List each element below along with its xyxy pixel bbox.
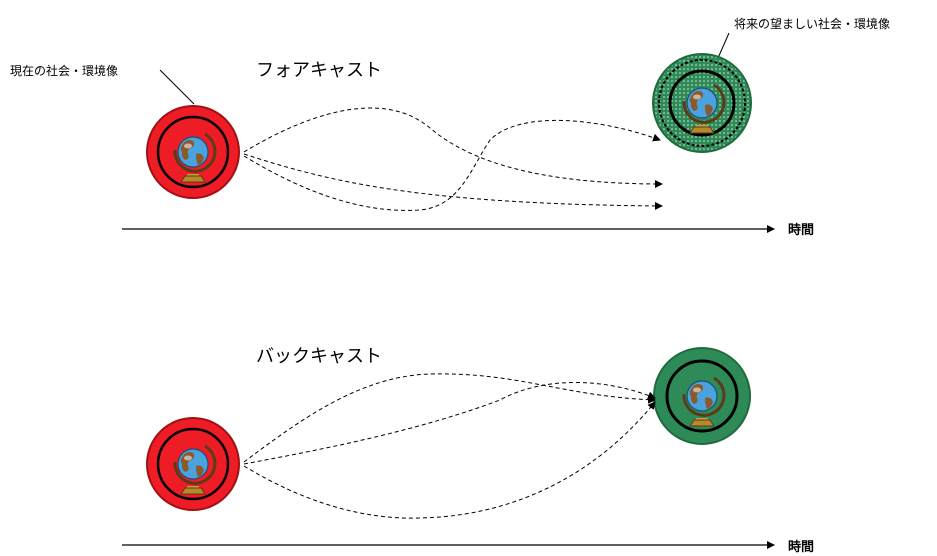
backcast-section: バックキャスト 時間	[122, 346, 814, 555]
future-state-leader-line	[717, 32, 730, 59]
backcast-path-middle	[243, 381, 656, 465]
future-state-circle-top	[652, 53, 752, 153]
current-state-leader-line	[159, 69, 195, 105]
current-state-label-top: 現在の社会・環境像	[10, 63, 118, 78]
time-axis-label-top: 時間	[788, 222, 814, 238]
forecast-section: 現在の社会・環境像 フォアキャスト 将来の望ましい社会・環境像 時間	[10, 16, 890, 238]
forecast-title: フォアキャスト	[256, 60, 382, 81]
backcast-title: バックキャスト	[256, 346, 382, 367]
future-state-label: 将来の望ましい社会・環境像	[734, 16, 890, 31]
future-state-circle-bottom	[653, 347, 751, 445]
forecast-path-upper	[243, 107, 663, 188]
backcast-path-upper	[243, 373, 656, 463]
present-state-circle-top	[146, 105, 240, 199]
time-axis-label-bottom: 時間	[788, 539, 814, 555]
backcast-path-lower	[243, 401, 656, 519]
forecast-path-middle	[243, 153, 663, 210]
present-state-circle-bottom	[146, 417, 240, 511]
